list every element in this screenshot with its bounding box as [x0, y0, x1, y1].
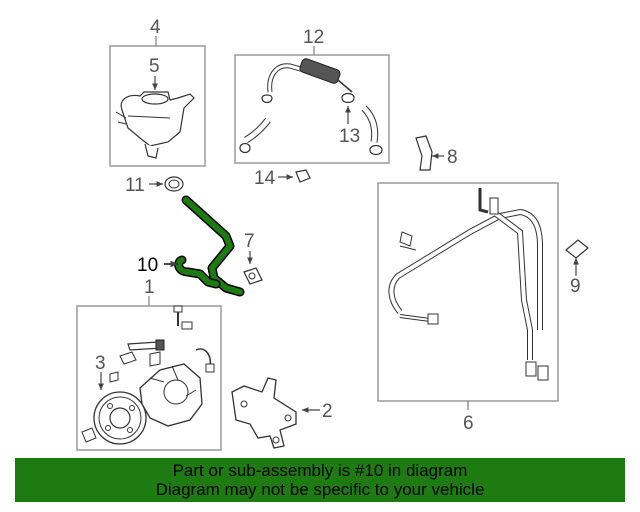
label-4: 4 [150, 17, 161, 38]
clamp-14 [278, 169, 311, 183]
clip-8 [415, 135, 444, 171]
bracket-9 [565, 239, 589, 276]
clamp-11 [149, 176, 184, 192]
label-9: 9 [570, 276, 581, 297]
pump-group [76, 296, 222, 451]
label-1: 1 [144, 277, 155, 298]
label-11: 11 [125, 175, 145, 196]
label-7: 7 [244, 231, 255, 252]
label-13: 13 [339, 126, 360, 147]
label-2: 2 [322, 401, 333, 422]
label-6: 6 [463, 413, 474, 434]
label-12: 12 [303, 27, 324, 48]
label-8: 8 [447, 147, 458, 168]
label-5: 5 [149, 56, 160, 77]
info-banner: Part or sub-assembly is #10 in diagram D… [15, 458, 625, 502]
bracket-2 [231, 377, 320, 449]
return-hose-group [234, 46, 390, 164]
suction-hose-highlighted [164, 195, 245, 297]
label-10: 10 [137, 255, 158, 276]
pressure-hose-group [377, 182, 559, 410]
label-14: 14 [254, 168, 276, 189]
banner-line-1: Part or sub-assembly is #10 in diagram [172, 461, 468, 480]
banner-line-2: Diagram may not be specific to your vehi… [155, 480, 485, 499]
gasket-7 [243, 251, 263, 285]
reservoir-group [109, 36, 206, 167]
label-3: 3 [95, 353, 106, 374]
